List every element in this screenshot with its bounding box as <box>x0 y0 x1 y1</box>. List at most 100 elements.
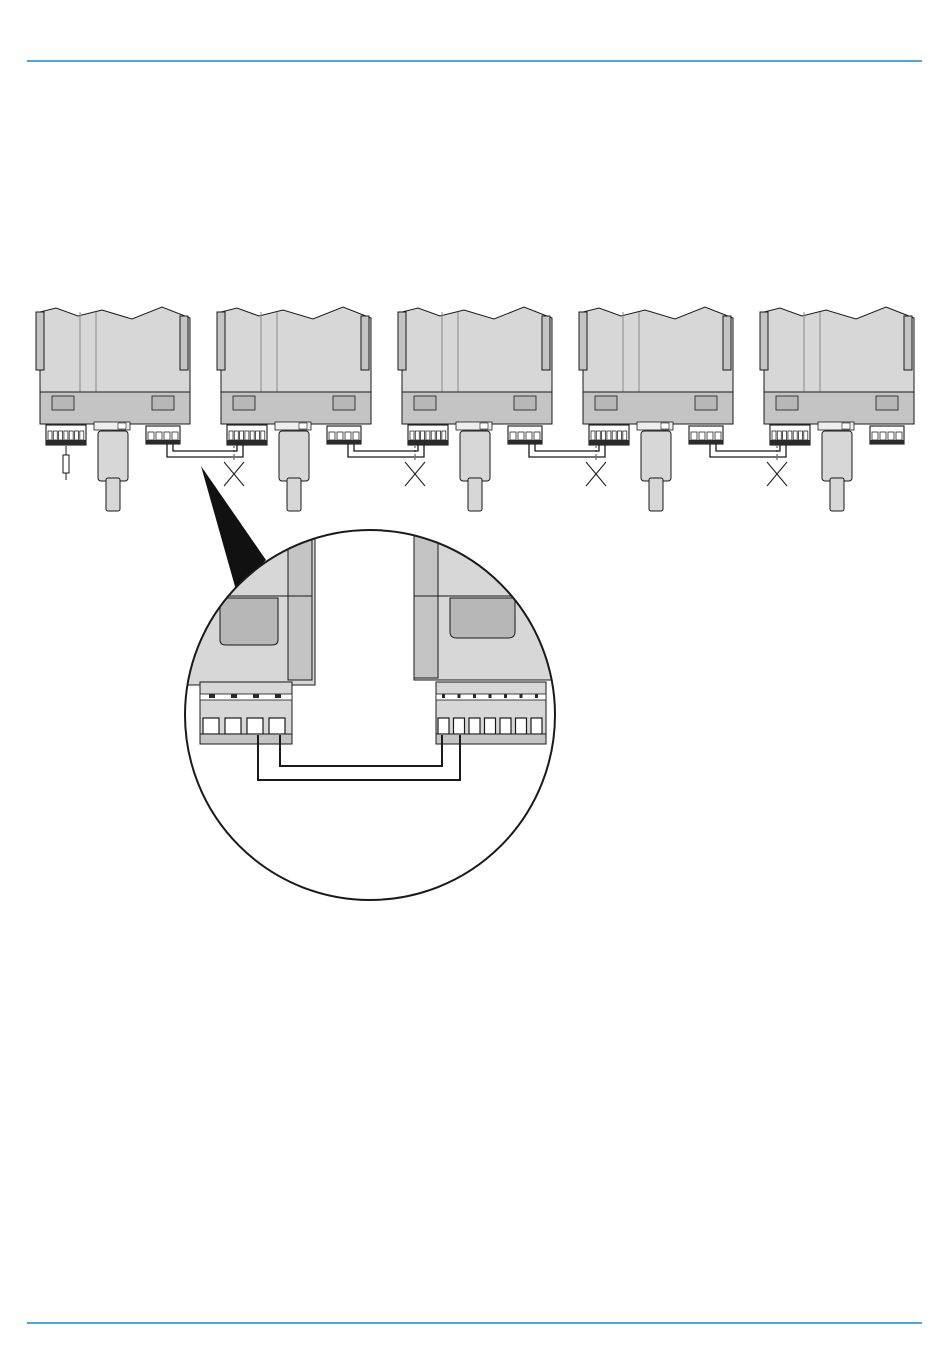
terminal-slot <box>353 432 359 440</box>
plug-key <box>299 423 307 429</box>
terminal-slot <box>612 431 616 440</box>
terminal-screw <box>500 718 511 734</box>
drive-housing <box>221 307 371 395</box>
terminal-slot <box>329 432 335 440</box>
cable-gland <box>460 431 490 481</box>
terminal-slot <box>234 431 238 440</box>
drive-unit <box>217 307 371 511</box>
terminal-slot <box>80 431 84 440</box>
drive-unit <box>760 307 914 511</box>
inset-right-rail <box>414 530 438 678</box>
terminal-slot <box>896 432 902 440</box>
terminal-slot <box>872 432 878 440</box>
inset-left-latch <box>220 598 278 645</box>
motor-cable <box>830 478 844 511</box>
terminating-resistor <box>63 455 69 473</box>
terminal-slot <box>410 431 414 440</box>
terminal-mark <box>253 694 259 698</box>
terminal-base <box>146 440 180 444</box>
drive-row <box>36 307 914 511</box>
terminal-slot <box>164 432 170 440</box>
left-rail <box>398 312 406 370</box>
terminal-slot <box>596 431 600 440</box>
terminal-slot <box>75 431 79 440</box>
terminal-mark <box>231 694 237 698</box>
terminal-slot <box>245 431 249 440</box>
cable-gland <box>98 431 128 481</box>
terminal-slot <box>618 431 622 440</box>
latch <box>514 396 536 410</box>
terminal-slot <box>337 432 343 440</box>
terminal-slot <box>345 432 351 440</box>
terminal-slot <box>777 431 781 440</box>
latch <box>776 396 798 410</box>
inset-content <box>185 530 574 900</box>
right-rail <box>723 316 731 370</box>
terminal-base <box>46 440 86 445</box>
terminal-mark <box>504 694 507 698</box>
terminal-slot <box>788 431 792 440</box>
terminal-mark <box>209 694 215 698</box>
drive-unit <box>398 307 552 511</box>
drive-housing <box>402 307 552 395</box>
right-rail <box>904 316 912 370</box>
motor-cable <box>106 478 120 511</box>
terminal-slot <box>518 432 524 440</box>
terminal-base <box>689 440 723 444</box>
terminal-slot <box>526 432 532 440</box>
terminal-base <box>227 440 267 445</box>
terminal-slot <box>48 431 52 440</box>
drive-housing <box>583 307 733 395</box>
right-rail <box>542 316 550 370</box>
terminal-screw <box>247 718 263 734</box>
terminal-screw <box>454 718 465 734</box>
drive-housing <box>40 307 190 395</box>
terminal-slot <box>172 432 178 440</box>
cable-gland <box>822 431 852 481</box>
terminal-slot <box>53 431 57 440</box>
terminal-slot <box>888 432 894 440</box>
terminal-slot <box>426 431 430 440</box>
terminal-slot <box>59 431 63 440</box>
right-rail <box>361 316 369 370</box>
latch <box>52 396 74 410</box>
terminal-screw <box>203 718 219 734</box>
left-rail <box>579 312 587 370</box>
terminal-screw <box>531 718 542 734</box>
terminal-slot <box>783 431 787 440</box>
terminal-slot <box>510 432 516 440</box>
terminal-base <box>870 440 904 444</box>
inset-terminal-base <box>200 734 292 744</box>
drive-housing <box>764 307 914 395</box>
terminal-slot <box>240 431 244 440</box>
terminal-mark <box>535 694 538 698</box>
terminal-base <box>508 440 542 444</box>
latch <box>152 396 174 410</box>
terminal-slot <box>64 431 68 440</box>
latch <box>876 396 898 410</box>
terminal-slot <box>799 431 803 440</box>
terminal-slot <box>229 431 233 440</box>
terminal-slot <box>148 432 154 440</box>
terminal-slot <box>156 432 162 440</box>
terminal-slot <box>415 431 419 440</box>
cable-gland <box>641 431 671 481</box>
right-rail <box>180 316 188 370</box>
plug-key <box>118 423 126 429</box>
terminal-slot <box>431 431 435 440</box>
cable-gland <box>279 431 309 481</box>
terminal-slot <box>442 431 446 440</box>
terminal-slot <box>880 432 886 440</box>
latch <box>695 396 717 410</box>
terminal-screw <box>225 718 241 734</box>
terminal-slot <box>437 431 441 440</box>
terminal-slot <box>772 431 776 440</box>
drive-unit <box>36 307 190 511</box>
left-rail <box>760 312 768 370</box>
terminal-screw <box>485 718 496 734</box>
inset-left-rail <box>288 530 312 680</box>
terminal-slot <box>707 432 713 440</box>
motor-cable <box>287 478 301 511</box>
terminal-base <box>327 440 361 444</box>
terminal-mark <box>520 694 523 698</box>
